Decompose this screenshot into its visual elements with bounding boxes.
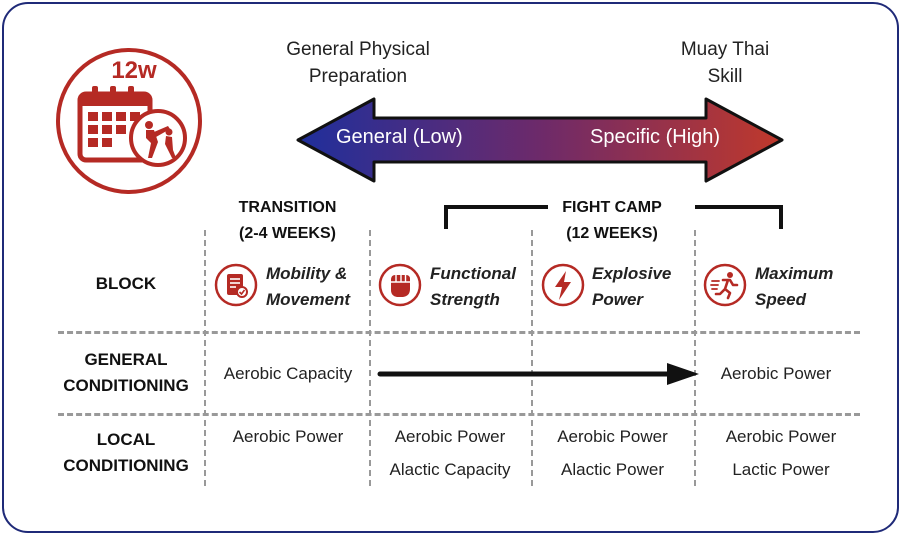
local-cell-strength-line2: Alactic Capacity [389,460,511,479]
frame [2,2,899,533]
block-functional-strength-line2: Strength [430,290,500,309]
general-start-cell: Aerobic Capacity [223,364,353,383]
row-label-local-line1: LOCAL [96,430,156,449]
progression-arrow [377,363,699,385]
block-explosive-power-line1: Explosive [592,264,672,283]
block-mobility: Mobility & Movement [266,261,350,313]
local-cell-speed: Aerobic Power Lactic Power [696,420,866,486]
checklist-icon [214,263,258,307]
block-functional-strength-line1: Functional [430,264,516,283]
logo-text: 12w [111,57,157,84]
transition-header-line1: TRANSITION [238,199,337,216]
block-mobility-line2: Movement [266,290,351,309]
local-cell-speed-line1: Aerobic Power [725,427,837,446]
local-cell-speed-line2: Lactic Power [732,460,830,479]
local-cell-strength-line1: Aerobic Power [394,427,506,446]
fight-camp-header-line2: (12 WEEKS) [566,225,658,242]
row-label-local-line2: CONDITIONING [63,456,189,475]
fight-camp-header-line1: FIGHT CAMP [562,199,662,216]
arrow-general-label: General (Low) [336,126,463,148]
block-maximum-speed-line2: Speed [755,290,807,309]
gpp-label-line2: Preparation [308,66,408,87]
runner-icon [703,263,747,307]
column-divider-1 [204,230,206,486]
block-mobility-line1: Mobility & [266,264,348,283]
column-divider-2 [369,230,371,486]
arrow-specific-label: Specific (High) [590,126,721,148]
skill-label: Muay Thai Skill [640,36,810,90]
row-divider-1 [58,331,860,334]
block-explosive-power-line2: Power [592,290,644,309]
local-cell-power: Aerobic Power Alactic Power [531,420,694,486]
local-cell-power-line1: Aerobic Power [557,427,668,446]
gpp-label-line1: General Physical [286,39,430,60]
calendar-logo-icon: 12w [56,48,202,194]
block-maximum-speed-line1: Maximum [755,264,834,283]
local-cell-strength: Aerobic Power Alactic Capacity [369,420,531,486]
local-cell-power-line2: Alactic Power [561,460,664,479]
column-divider-3 [531,230,533,486]
lightning-icon [541,263,585,307]
skill-label-line1: Muay Thai [680,39,770,60]
row-divider-2 [58,413,860,416]
fight-camp-header: FIGHT CAMP (12 WEEKS) [542,195,682,247]
general-end-cell: Aerobic Power [720,364,832,383]
fight-camp-bracket [444,205,783,229]
skill-label-line2: Skill [707,66,743,87]
row-label-general-line2: CONDITIONING [63,376,189,395]
transition-header-line2: (2-4 WEEKS) [239,225,336,242]
block-functional-strength: Functional Strength [430,261,516,313]
block-explosive-power: Explosive Power [592,261,671,313]
gpp-label: General Physical Preparation [258,36,458,90]
row-label-block: BLOCK [95,274,157,293]
transition-header: TRANSITION (2-4 WEEKS) [205,195,370,247]
column-divider-4 [694,230,696,486]
general-specific-arrow [296,97,784,183]
local-cell-transition: Aerobic Power [206,420,370,453]
row-label-general: GENERAL CONDITIONING [52,347,200,399]
row-label-general-line1: GENERAL [84,350,168,369]
row-label-local: LOCAL CONDITIONING [52,427,200,479]
local-cell-transition-line1: Aerobic Power [232,427,344,446]
block-maximum-speed: Maximum Speed [755,261,833,313]
fist-icon [378,263,422,307]
